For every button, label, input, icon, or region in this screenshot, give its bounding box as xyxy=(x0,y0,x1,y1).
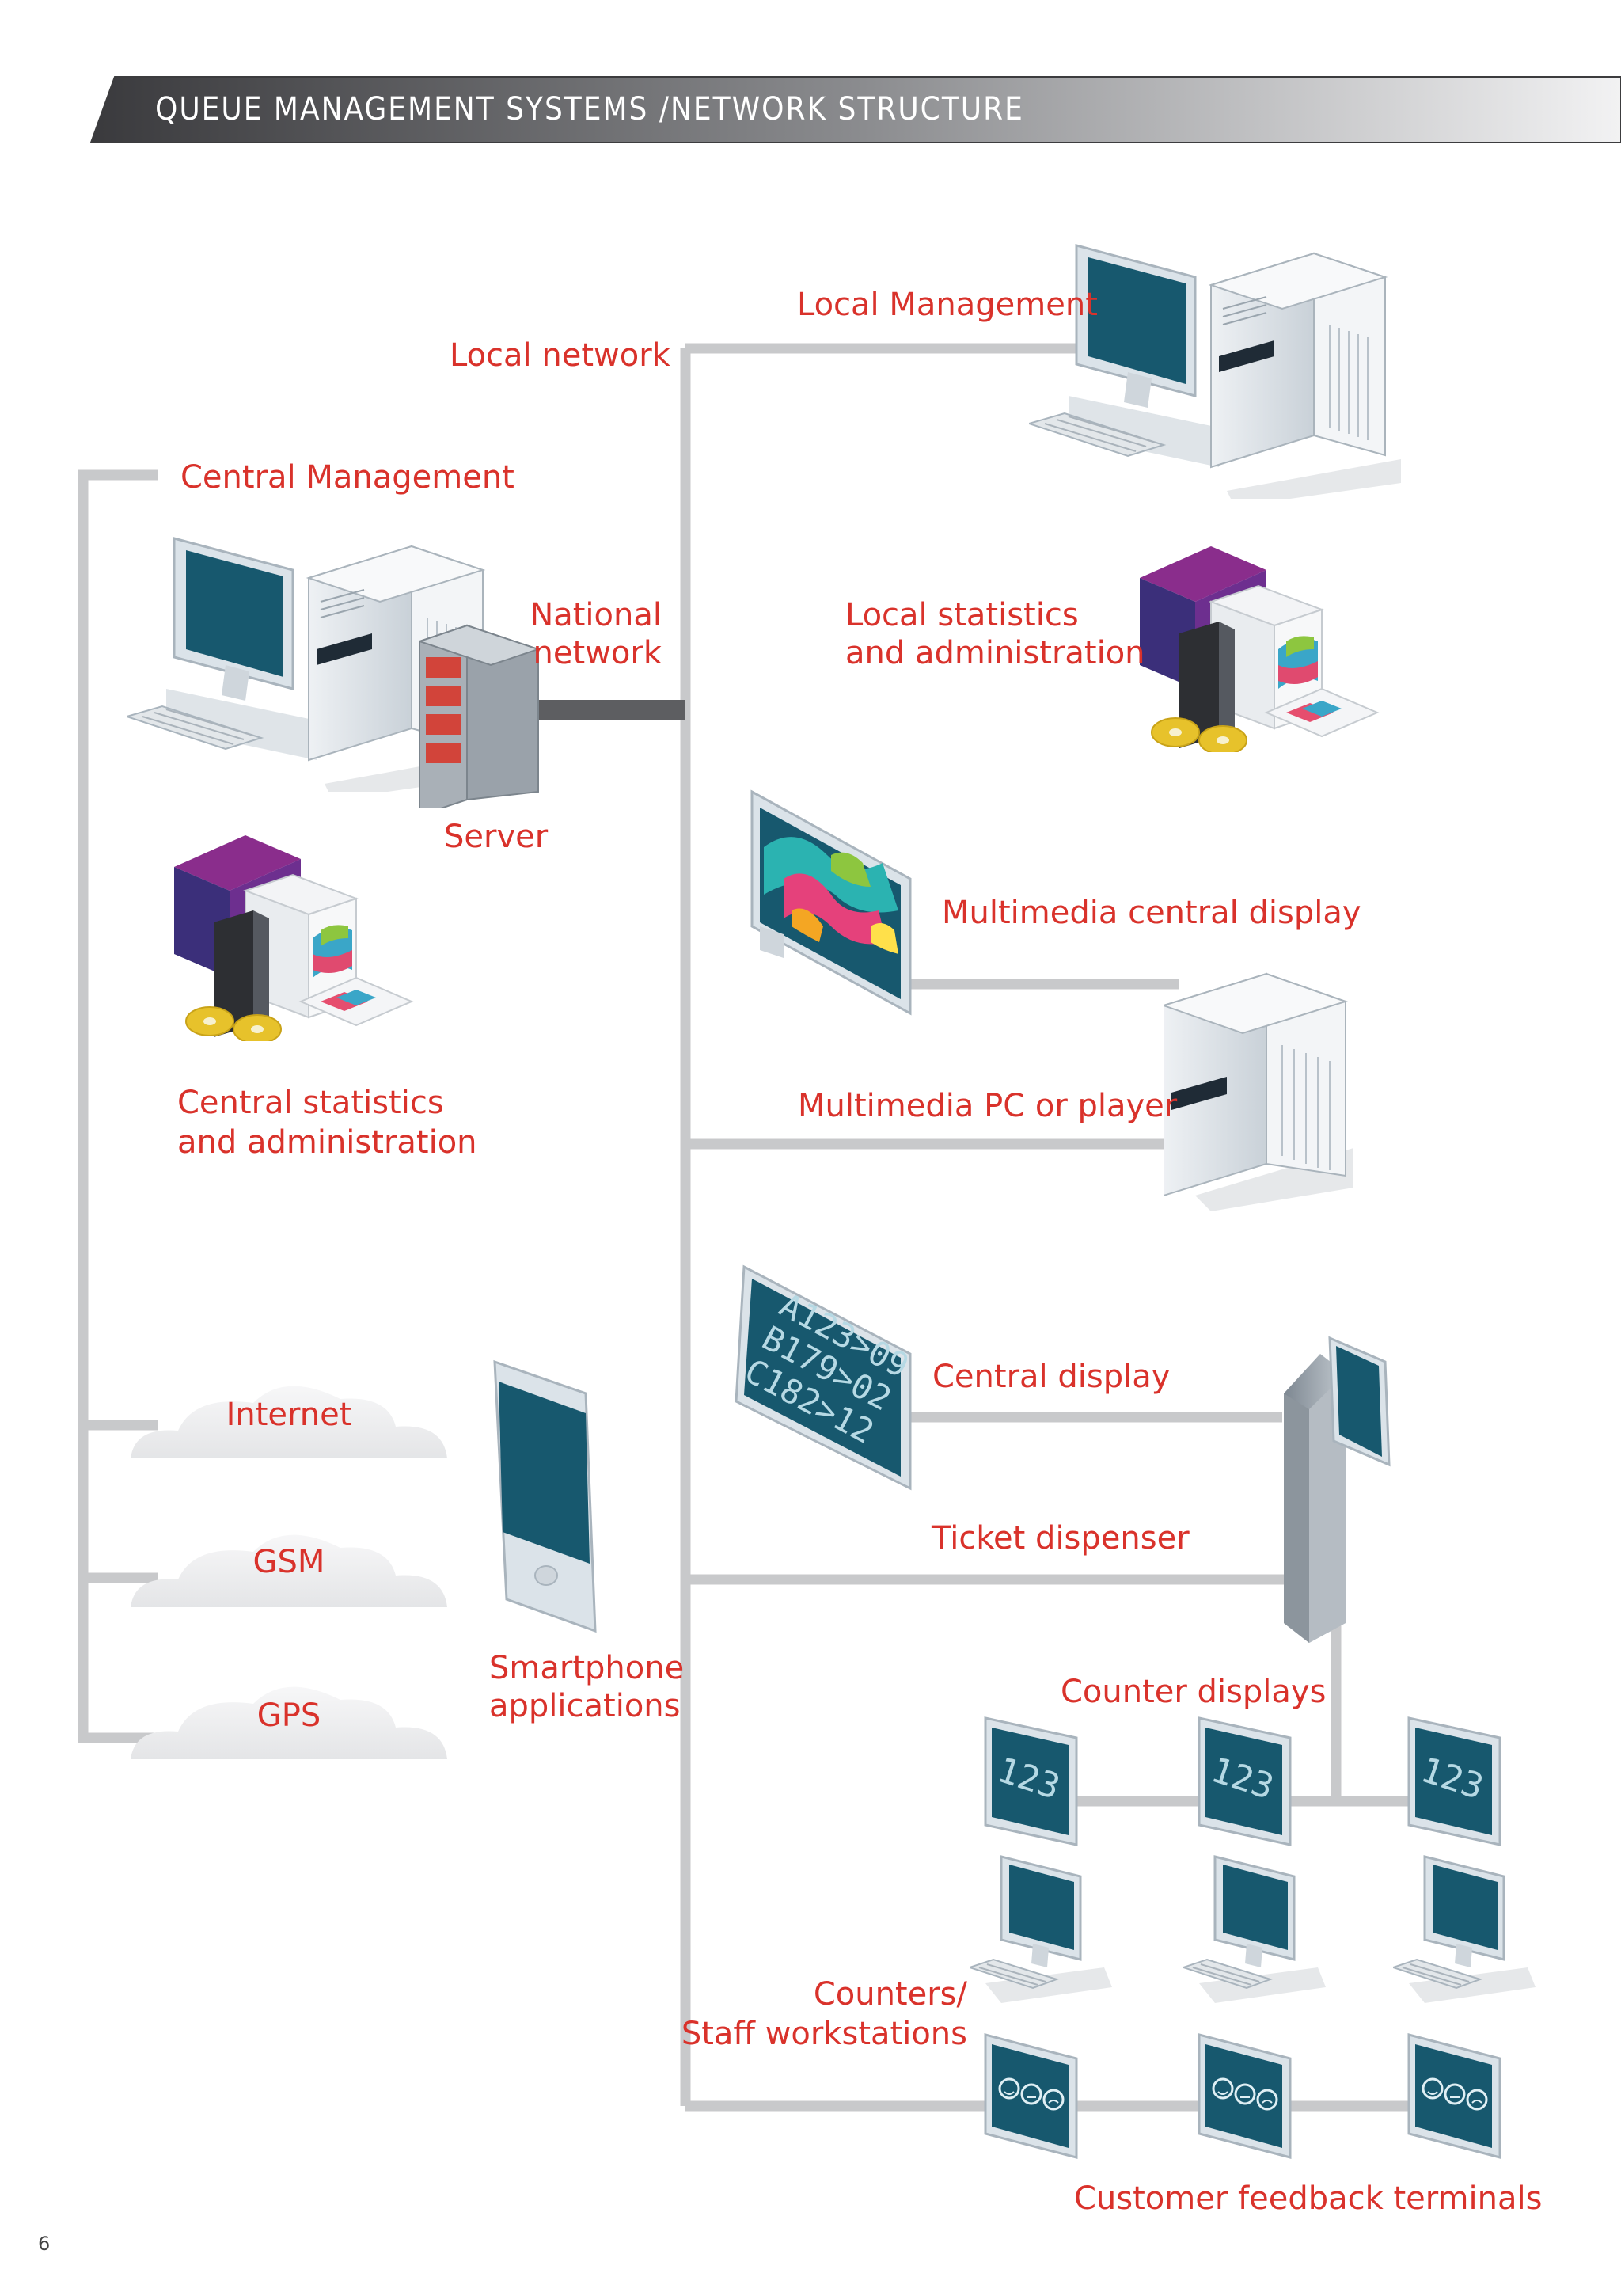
local-statistics-label-2: and administration xyxy=(845,635,1145,671)
multimedia-display-icon xyxy=(750,789,912,1016)
counter-display-icon: 123 xyxy=(984,1716,1078,1846)
central-statistics-software-icon xyxy=(173,834,412,1041)
page-number: 6 xyxy=(38,2233,51,2255)
header-band xyxy=(89,76,1621,143)
multimedia-display-label: Multimedia central display xyxy=(942,895,1361,931)
sad-face-icon xyxy=(1466,2089,1488,2111)
local-statistics-software-icon xyxy=(1139,545,1378,752)
local-statistics-label-1: Local statistics xyxy=(845,597,1079,633)
page-title: QUEUE MANAGEMENT SYSTEMS /NETWORK STRUCT… xyxy=(155,91,1024,127)
sad-face-icon xyxy=(1256,2089,1278,2111)
national-network-label-1: National xyxy=(530,597,662,633)
central-statistics-label-2: and administration xyxy=(177,1124,477,1161)
feedback-terminal-icon xyxy=(1407,2033,1501,2159)
central-statistics-label-1: Central statistics xyxy=(177,1085,444,1121)
gps-label: GPS xyxy=(256,1697,321,1734)
happy-face-icon xyxy=(1212,2077,1234,2100)
local-network-label: Local network xyxy=(450,337,670,374)
national-network-label-2: network xyxy=(533,635,662,671)
ticket-dispenser-icon xyxy=(1284,1336,1391,1643)
internet-label: Internet xyxy=(226,1397,352,1433)
multimedia-pc-icon xyxy=(1164,973,1353,1211)
counters-label-2: Staff workstations xyxy=(681,2016,967,2052)
staff-workstation-icon xyxy=(970,1855,1112,2005)
server-label: Server xyxy=(444,819,549,855)
cloud-icon xyxy=(131,1686,447,1759)
cloud-icon xyxy=(131,1386,447,1458)
neutral-face-icon xyxy=(1234,2083,1256,2105)
neutral-face-icon xyxy=(1444,2083,1466,2105)
counters-label-1: Counters/ xyxy=(813,1976,967,2013)
sad-face-icon xyxy=(1042,2089,1065,2111)
central-management-label: Central Management xyxy=(180,459,514,496)
counter-display-icon: 123 xyxy=(1407,1716,1501,1846)
feedback-terminal-icon xyxy=(1198,2033,1292,2159)
clouds xyxy=(131,1386,447,1759)
gsm-label: GSM xyxy=(252,1544,325,1580)
cloud-icon xyxy=(131,1534,447,1607)
central-display-label: Central display xyxy=(932,1359,1171,1395)
local-management-label: Local Management xyxy=(797,287,1098,323)
neutral-face-icon xyxy=(1020,2083,1042,2105)
smartphone-label-2: applications xyxy=(489,1688,681,1724)
feedback-terminal-icon xyxy=(984,2033,1078,2159)
multimedia-pc-label: Multimedia PC or player xyxy=(798,1088,1178,1124)
counter-rows: 123 123 123 xyxy=(970,1716,1536,2159)
ticket-dispenser-label: Ticket dispenser xyxy=(932,1520,1190,1557)
smartphone-label-1: Smartphone xyxy=(489,1650,685,1686)
happy-face-icon xyxy=(1422,2077,1444,2100)
happy-face-icon xyxy=(998,2077,1020,2100)
staff-workstation-icon xyxy=(1393,1855,1536,2005)
counter-display-icon: 123 xyxy=(1198,1716,1292,1846)
counter-displays-label: Counter displays xyxy=(1061,1674,1327,1710)
smartphone-icon xyxy=(493,1359,597,1633)
central-display-icon: A123>09 B179>02 C182>12 xyxy=(735,1264,915,1491)
staff-workstation-icon xyxy=(1183,1855,1326,2005)
customer-feedback-label: Customer feedback terminals xyxy=(1074,2180,1543,2217)
